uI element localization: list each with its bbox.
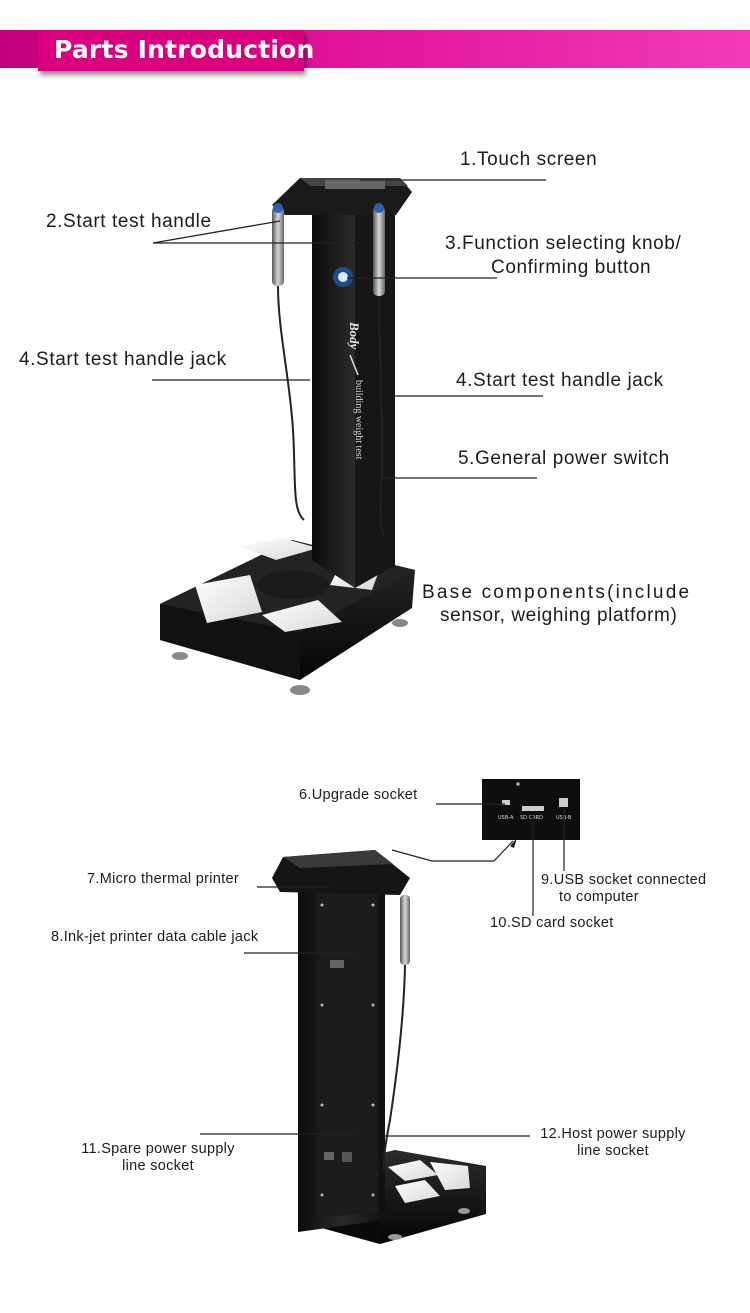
label-spare-power-line2: line socket bbox=[122, 1158, 194, 1174]
label-base-line1: Base components(include bbox=[422, 582, 692, 603]
handle-left bbox=[272, 206, 284, 286]
panel-usb-a-label: USB-A bbox=[498, 815, 514, 821]
label-handle-jack-left: 4.Start test handle jack bbox=[19, 349, 227, 370]
label-host-power-line2: line socket bbox=[577, 1143, 649, 1159]
panel-sd-label: SD CARD bbox=[520, 815, 543, 821]
label-spare-power-line1: 11.Spare power supply bbox=[81, 1141, 235, 1157]
label-power-switch: 5.General power switch bbox=[458, 448, 670, 469]
page-title: Parts Introduction bbox=[54, 35, 315, 64]
bottom-pointer-lines bbox=[200, 803, 565, 1137]
label-usb-line2: to computer bbox=[559, 889, 639, 905]
label-function-knob-line1: 3.Function selecting knob/ bbox=[445, 233, 682, 254]
foot-plate-back-left bbox=[238, 538, 318, 560]
label-upgrade-socket: 6.Upgrade socket bbox=[299, 787, 418, 803]
label-base-line2: sensor, weighing platform) bbox=[440, 605, 678, 626]
top-pointer-lines bbox=[152, 179, 546, 479]
label-inkjet-jack: 8.Ink-jet printer data cable jack bbox=[51, 929, 259, 945]
machine-back-view bbox=[272, 850, 486, 1244]
foot-plate-front-left bbox=[195, 575, 262, 623]
brand-subtitle: building weight test bbox=[353, 380, 364, 460]
label-host-power-line1: 12.Host power supply bbox=[540, 1126, 686, 1142]
machine-front-view: Body building weight test bbox=[160, 178, 415, 695]
label-function-knob-line2: Confirming button bbox=[491, 257, 652, 278]
brand-text: Body bbox=[347, 321, 362, 350]
socket-panel-inset: USB-A SD CARD USB-B bbox=[482, 779, 580, 840]
label-start-test-handle: 2.Start test handle bbox=[46, 211, 212, 232]
label-thermal-printer: 7.Micro thermal printer bbox=[87, 871, 239, 887]
label-sd-card: 10.SD card socket bbox=[490, 915, 614, 931]
handle-right bbox=[373, 206, 385, 296]
foot-plate-front-right bbox=[262, 600, 342, 632]
header-tab bbox=[38, 30, 304, 71]
label-handle-jack-right: 4.Start test handle jack bbox=[456, 370, 664, 391]
label-touch-screen: 1.Touch screen bbox=[460, 149, 598, 170]
label-usb-line1: 9.USB socket connected bbox=[541, 872, 707, 888]
